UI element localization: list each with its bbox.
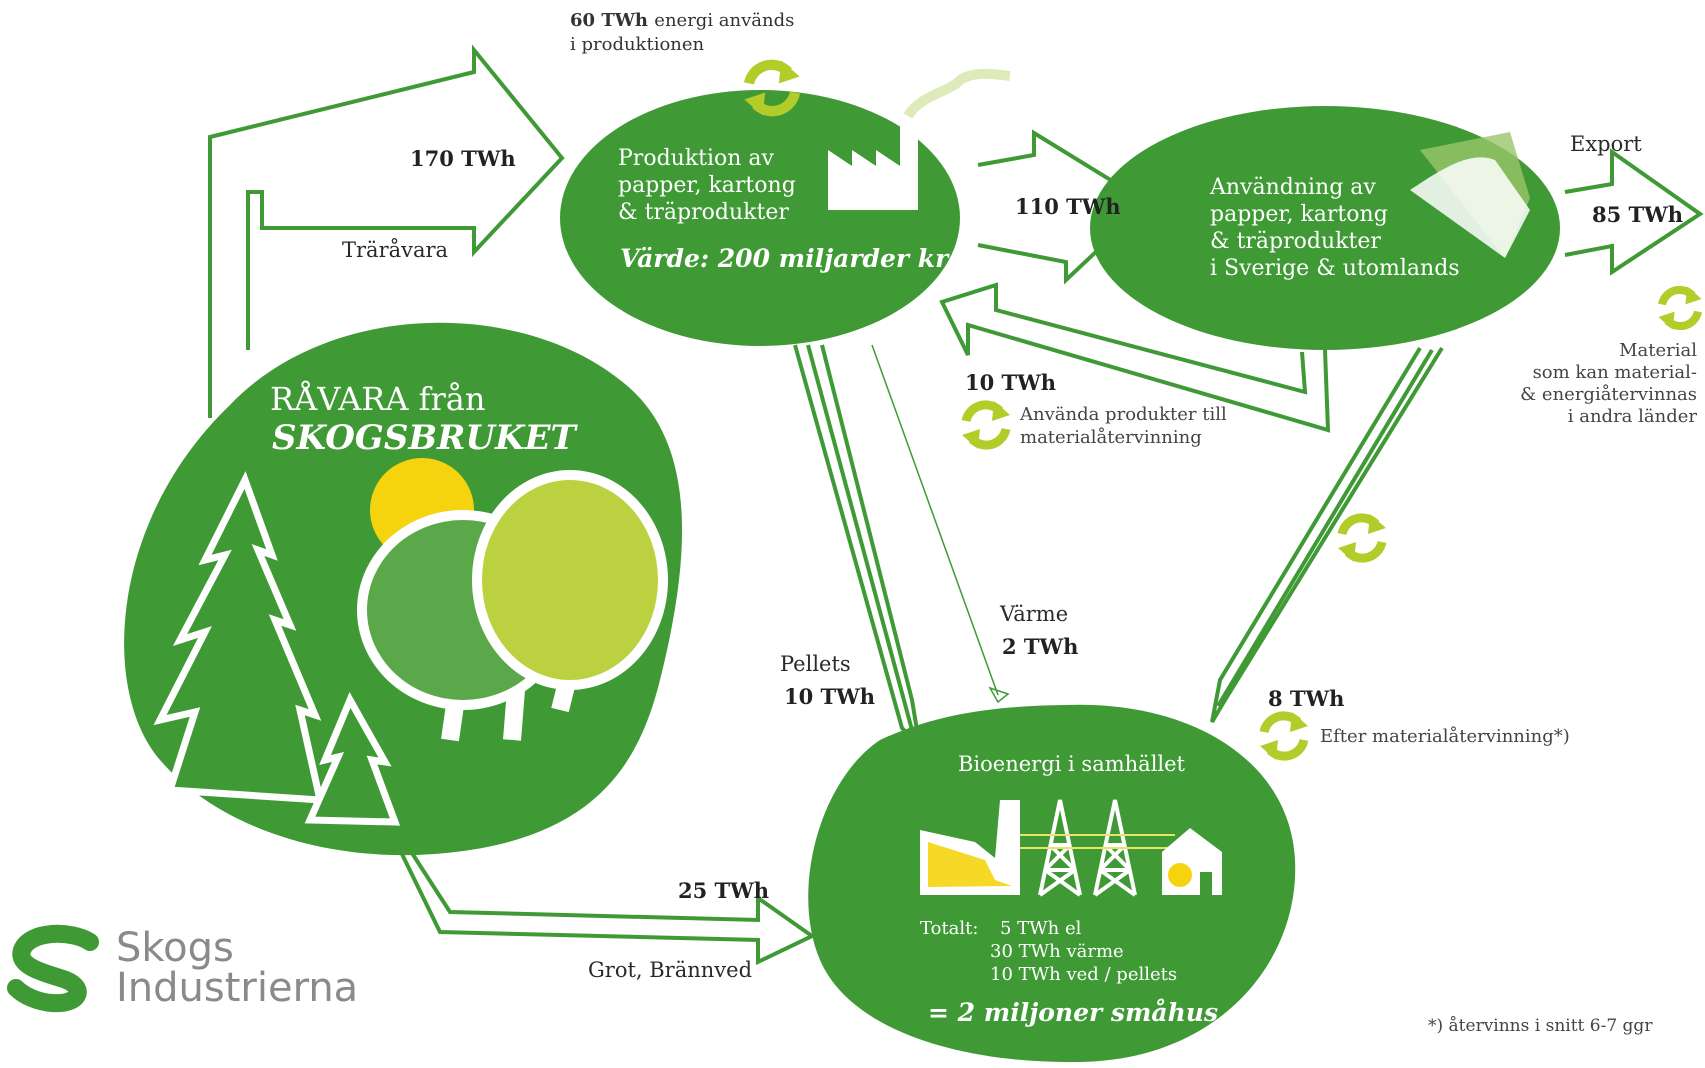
production-line-2: papper, kartong <box>618 173 796 198</box>
logo-line-2: Industrierna <box>116 965 359 1011</box>
grot-amount: 25 TWh <box>678 878 770 903</box>
bioenergy-summary: = 2 miljoner småhus <box>928 998 1219 1027</box>
recycle-amount: 10 TWh <box>965 370 1057 395</box>
recycle-icon <box>1260 712 1308 760</box>
pellets-label: Pellets <box>780 652 851 676</box>
production-energy-amount: 60 TWh energi används <box>570 10 795 31</box>
recycling-return-arrow <box>939 282 1331 433</box>
conifer-icon <box>153 471 401 826</box>
after-recycling-amount: 8 TWh <box>1268 686 1345 711</box>
recycle-text-2: materialåtervinning <box>1020 427 1202 448</box>
production-line-1: Produktion av <box>618 146 774 171</box>
raw-material-label: Träråvara <box>342 238 449 262</box>
bioenergy-total-heat: 30 TWh värme <box>990 941 1124 962</box>
after-recycling-arrow <box>1210 346 1444 724</box>
power-tower-icon <box>1020 799 1175 897</box>
raw-material-amount: 170 TWh <box>410 146 516 171</box>
recycle-icon <box>1658 286 1701 329</box>
production-energy-text: i produktionen <box>570 34 705 55</box>
heat-amount: 2 TWh <box>1002 634 1079 659</box>
usage-line-4: i Sverige & utomlands <box>1210 256 1460 281</box>
recycle-icon <box>744 60 799 115</box>
usage-line-1: Användning av <box>1210 175 1376 200</box>
export-note-4: i andra länder <box>1567 406 1697 427</box>
skogsindustrierna-logo <box>7 924 99 1013</box>
export-amount: 85 TWh <box>1592 202 1684 227</box>
logo-line-1: Skogs <box>116 925 234 971</box>
forest-title-line-2: SKOGSBRUKET <box>272 418 576 458</box>
production-blob <box>560 90 960 346</box>
forest-title-line-1: RÅVARA från <box>270 380 486 418</box>
heat-label: Värme <box>1000 602 1069 626</box>
bioenergy-blob <box>808 704 1296 1063</box>
export-note-1: Material <box>1619 340 1697 361</box>
recycle-text-1: Använda produkter till <box>1020 404 1227 425</box>
bioenergy-total-el: 5 TWh el <box>1000 918 1082 939</box>
usage-line-2: papper, kartong <box>1210 202 1388 227</box>
recycle-icon <box>962 401 1010 449</box>
export-note-3: & energiåtervinnas <box>1520 384 1697 405</box>
raw-material-arrow <box>208 44 565 418</box>
house-icon <box>1162 828 1222 895</box>
bioenergy-title: Bioenergi i samhället <box>958 752 1185 776</box>
production-value: Värde: 200 miljarder kr <box>620 244 949 273</box>
factory-icon <box>828 68 1011 210</box>
pellets-amount: 10 TWh <box>784 684 876 709</box>
export-label: Export <box>1570 132 1642 156</box>
export-note-2: som kan material- <box>1532 362 1697 383</box>
grot-label: Grot, Brännved <box>588 958 753 982</box>
after-recycling-text: Efter materialåtervinning*) <box>1320 726 1570 747</box>
tree-icon <box>357 470 668 742</box>
prod-to-usage-amount: 110 TWh <box>1015 194 1121 219</box>
power-plant-icon <box>920 800 1020 895</box>
production-line-3: & träprodukter <box>618 200 789 225</box>
bioenergy-total-label: Totalt: <box>920 918 979 939</box>
footnote: *) återvinns i snitt 6-7 ggr <box>1428 1016 1653 1036</box>
grot-arrow <box>398 848 816 966</box>
heat-arrow <box>871 344 1010 704</box>
bioenergy-total-wood: 10 TWh ved / pellets <box>990 964 1178 985</box>
recycle-icon <box>1338 514 1386 562</box>
paper-icon <box>1410 132 1530 258</box>
export-arrow <box>1564 148 1704 276</box>
usage-line-3: & träprodukter <box>1210 229 1381 254</box>
